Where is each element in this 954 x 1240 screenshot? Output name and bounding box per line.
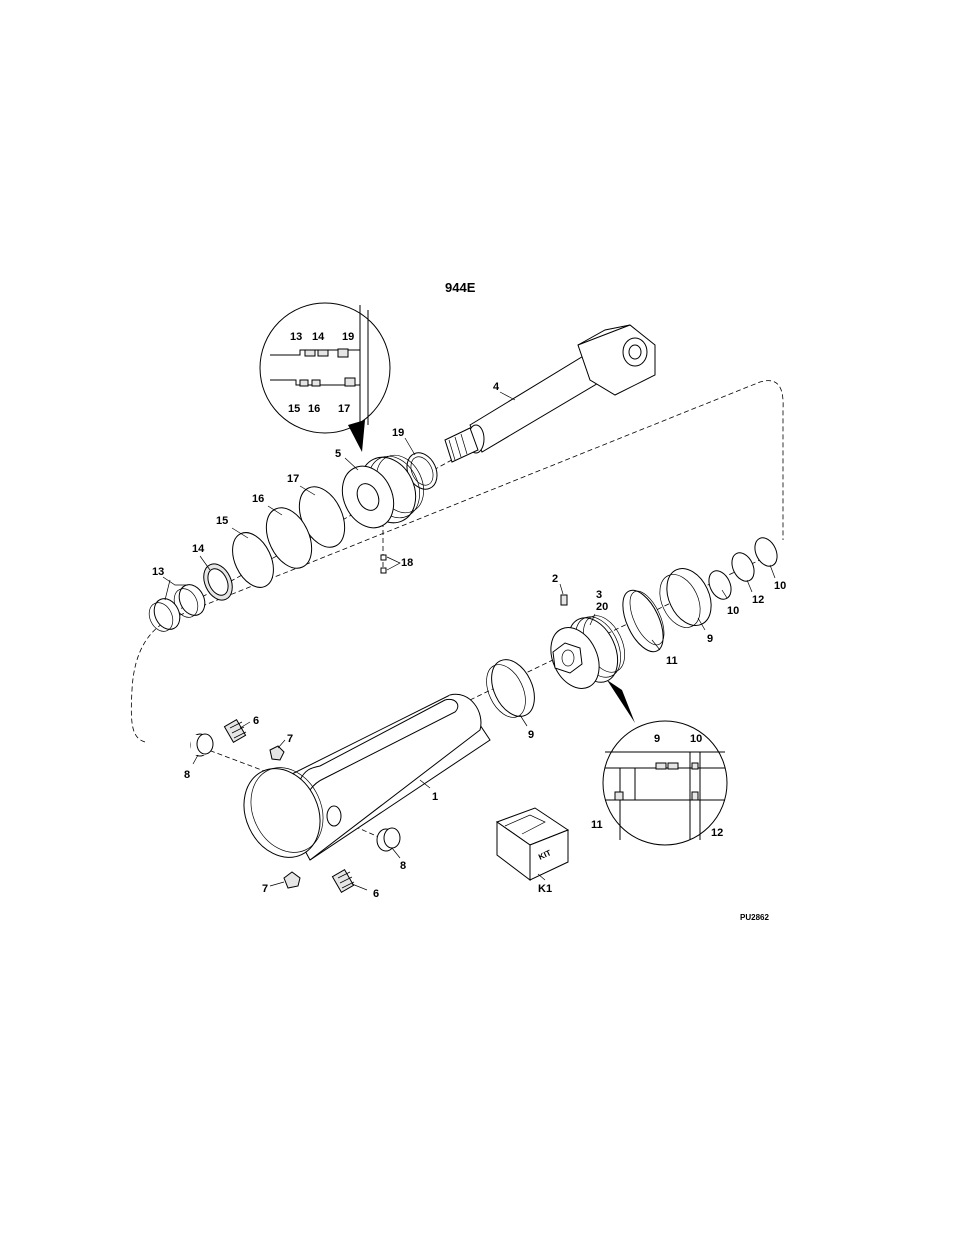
callout-8-right: 8 [400, 860, 406, 872]
callout-14: 14 [192, 543, 205, 555]
detail-upper-label-17: 17 [338, 403, 350, 415]
callout-20: 20 [596, 601, 608, 613]
callout-1: 1 [432, 791, 438, 803]
part-18-set-screw-a [381, 555, 386, 560]
drawing-code: PU2862 [740, 913, 769, 922]
callout-9-upper: 9 [707, 633, 713, 645]
callout-18: 18 [401, 557, 413, 569]
detail-lower-label-10: 10 [690, 733, 702, 745]
part-8-bushing-right [377, 828, 400, 851]
diagram-title: 944E [445, 280, 476, 295]
part-1-cylinder-barrel [230, 694, 490, 870]
callout-15: 15 [216, 515, 228, 527]
callout-8-left: 8 [184, 769, 190, 781]
callout-2: 2 [552, 573, 558, 585]
part-10-ring-b [751, 534, 782, 570]
callout-19: 19 [392, 427, 404, 439]
callout-11: 11 [666, 655, 678, 667]
callout-7-upper: 7 [287, 733, 293, 745]
callout-k1: K1 [538, 883, 552, 895]
detail-circle-upper: 13 14 19 15 16 17 [260, 303, 390, 452]
detail-upper-label-19: 19 [342, 331, 354, 343]
part-13-bushings [145, 580, 210, 635]
part-8-bushing-left [191, 734, 213, 756]
callout-4: 4 [493, 381, 500, 393]
callout-17: 17 [287, 473, 299, 485]
part-3-20-piston [542, 609, 633, 696]
part-4-piston-rod [445, 325, 655, 462]
callout-6-upper: 6 [253, 715, 259, 727]
callout-5: 5 [335, 448, 341, 460]
detail-circle-lower: 9 10 11 12 [591, 680, 727, 845]
callout-13: 13 [152, 566, 164, 578]
callout-7-lower: 7 [262, 883, 268, 895]
part-6-fitting-lower [332, 870, 354, 893]
detail-upper-label-13: 13 [290, 331, 302, 343]
callout-9-lower: 9 [528, 729, 534, 741]
detail-lower-label-11: 11 [591, 819, 603, 831]
detail-lower-label-9: 9 [654, 733, 660, 745]
detail-upper-label-16: 16 [308, 403, 320, 415]
detail-upper-label-15: 15 [288, 403, 300, 415]
part-2-screw [561, 595, 567, 605]
part-9-wear-ring-upper [658, 561, 720, 632]
part-7-plug-lower [284, 872, 300, 888]
callout-12: 12 [752, 594, 764, 606]
detail-lower-label-12: 12 [711, 827, 723, 839]
part-6-fitting-upper [224, 720, 246, 743]
part-7-plug-upper [270, 746, 284, 760]
callout-10-right: 10 [774, 580, 786, 592]
kit-box-k1: KIT [497, 808, 568, 880]
callout-16: 16 [252, 493, 264, 505]
part-12-ring [728, 549, 759, 585]
callout-3: 3 [596, 589, 602, 601]
callout-6-lower: 6 [373, 888, 379, 900]
detail-upper-label-14: 14 [312, 331, 325, 343]
part-9-wear-ring-lower [483, 653, 543, 723]
callout-10-left: 10 [727, 605, 739, 617]
part-11-ring [615, 584, 672, 657]
part-18-set-screw-b [381, 568, 386, 573]
